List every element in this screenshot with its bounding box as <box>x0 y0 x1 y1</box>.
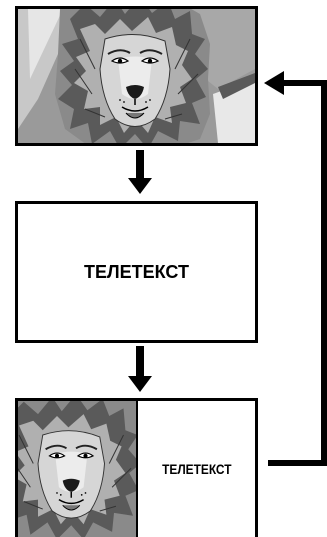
tv-picture-frame <box>15 6 258 146</box>
split-teletext-area: ТЕЛЕТЕКСТ <box>138 401 255 537</box>
arrow-down-1 <box>128 150 152 194</box>
teletext-label: ТЕЛЕТЕКСТ <box>84 261 189 282</box>
lion-image-small <box>18 401 136 537</box>
split-lion-image <box>18 401 138 537</box>
split-screen-frame: ТЕЛЕТЕКСТ <box>15 398 258 537</box>
split-teletext-label: ТЕЛЕТЕКСТ <box>161 461 232 477</box>
lion-image <box>18 9 255 143</box>
teletext-frame: ТЕЛЕТЕКСТ <box>15 201 258 343</box>
return-arrow <box>264 71 327 466</box>
arrow-down-2 <box>128 346 152 392</box>
